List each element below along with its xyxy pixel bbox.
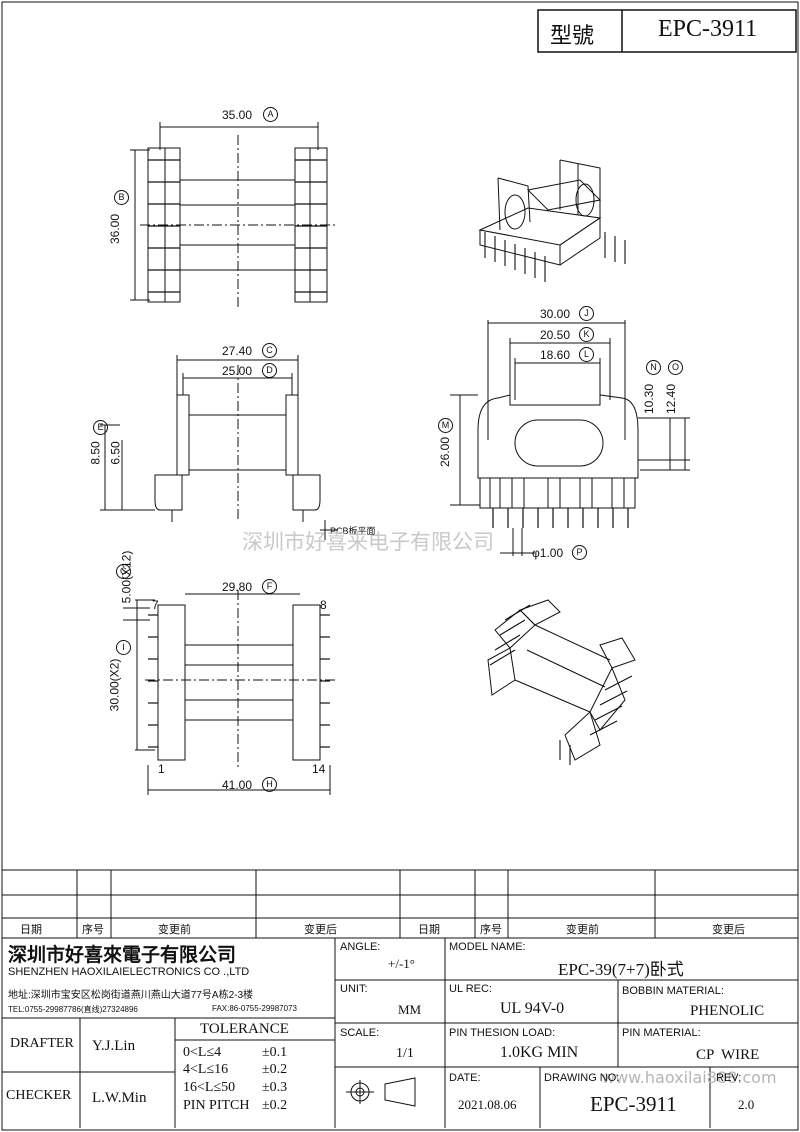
model-value: EPC-3911 bbox=[658, 16, 758, 42]
dim-d-tag: D bbox=[262, 363, 277, 378]
company-name-en: SHENZHEN HAOXILAIELECTRONICS CO .,LTD bbox=[8, 966, 250, 978]
dim-o-value: 12.40 bbox=[664, 383, 679, 415]
dim-e-value: 8.50 bbox=[88, 441, 103, 465]
rev-after-1: 变更后 bbox=[304, 924, 337, 936]
watermark-company: 深圳市好喜来电子有限公司 bbox=[242, 530, 494, 554]
company-tel: TEL:0755-29987786(直线)27324896 bbox=[8, 1005, 138, 1014]
dim-e-tag: E bbox=[93, 420, 108, 435]
tolerance-title: TOLERANCE bbox=[200, 1021, 289, 1037]
dim-g-value: 5.00(X12) bbox=[119, 550, 134, 604]
rev-date-1: 日期 bbox=[20, 924, 42, 936]
rev-date-2: 日期 bbox=[418, 924, 440, 936]
dim-p-value: φ1.00 bbox=[532, 546, 564, 560]
tolerance-value-1: ±0.1 bbox=[262, 1045, 288, 1060]
dim-n-tag: N bbox=[646, 360, 661, 375]
dim-c-value: 27.40 bbox=[222, 344, 253, 358]
pin-14-label: 14 bbox=[312, 762, 326, 776]
drafter-label: DRAFTER bbox=[10, 1036, 74, 1051]
rev-after-2: 变更后 bbox=[712, 924, 745, 936]
pcb-plane-note: PCB板平面 bbox=[330, 526, 376, 536]
bobbin-material-label: BOBBIN MATERIAL: bbox=[622, 985, 724, 997]
dim-a-value: 35.00 bbox=[222, 108, 253, 122]
dim-m-tag: M bbox=[438, 418, 453, 433]
dim-i-tag: I bbox=[116, 640, 131, 655]
unit-label: UNIT: bbox=[340, 983, 368, 995]
rev-seq-1: 序号 bbox=[82, 924, 104, 936]
tolerance-range-3: 16<L≤50 bbox=[183, 1080, 236, 1095]
tolerance-range-1: 0<L≤4 bbox=[183, 1045, 222, 1060]
date-value: 2021.08.06 bbox=[458, 1097, 517, 1112]
company-address: 地址:深圳市宝安区松岗街道燕川燕山大道77号A栋2-3楼 bbox=[8, 990, 254, 1001]
pin-material-label: PIN MATERIAL: bbox=[622, 1027, 701, 1039]
rev-value: 2.0 bbox=[738, 1097, 755, 1112]
rev-label: REV: bbox=[716, 1072, 742, 1084]
model-name-label: MODEL NAME: bbox=[449, 941, 526, 953]
dim-j-tag: J bbox=[579, 306, 594, 321]
dim-a-tag: A bbox=[263, 107, 278, 122]
scale-value: 1/1 bbox=[396, 1046, 414, 1061]
pin-material-value: CP WIRE bbox=[696, 1047, 760, 1063]
pin-8-label: 8 bbox=[320, 598, 327, 612]
dim-f-tag: F bbox=[262, 579, 277, 594]
tolerance-value-3: ±0.3 bbox=[262, 1080, 288, 1095]
drawing-no-label: DRAWING NO: bbox=[544, 1072, 620, 1084]
dim-k-value: 20.50 bbox=[540, 328, 571, 342]
tolerance-value-4: ±0.2 bbox=[262, 1098, 288, 1113]
dim-l-tag: L bbox=[579, 347, 594, 362]
scale-label: SCALE: bbox=[340, 1027, 380, 1039]
pin-load-label: PIN THESION LOAD: bbox=[449, 1027, 556, 1039]
dim-j-value: 30.00 bbox=[540, 307, 571, 321]
rev-before-2: 变更前 bbox=[566, 924, 599, 936]
dim-h-value: 41.00 bbox=[222, 778, 253, 792]
dim-l-value: 18.60 bbox=[540, 348, 571, 362]
dim-i-value: 30.00(X2) bbox=[107, 658, 122, 712]
angle-label: ANGLE: bbox=[340, 941, 381, 953]
dim-m-value: 26.00 bbox=[438, 436, 453, 468]
dim-b-tag: B bbox=[114, 190, 129, 205]
tolerance-value-2: ±0.2 bbox=[262, 1062, 288, 1077]
ul-value: UL 94V-0 bbox=[500, 1000, 565, 1017]
dim-n-value: 10.30 bbox=[642, 383, 657, 415]
angle-value: +/-1° bbox=[388, 956, 415, 971]
dim-d-value: 25.00 bbox=[222, 364, 253, 378]
pin-1-label: 1 bbox=[158, 762, 165, 776]
dim-k-tag: K bbox=[579, 327, 594, 342]
dim-p-tag: P bbox=[572, 545, 587, 560]
date-label: DATE: bbox=[449, 1072, 481, 1084]
unit-value: MM bbox=[398, 1002, 422, 1017]
drawing-no-value: EPC-3911 bbox=[590, 1092, 677, 1116]
model-name-value: EPC-39(7+7)卧式 bbox=[558, 960, 684, 979]
dim-g-tag: G bbox=[116, 564, 131, 579]
checker-value: L.W.Min bbox=[92, 1090, 147, 1106]
dim-b-value: 36.00 bbox=[108, 213, 123, 245]
bobbin-material-value: PHENOLIC bbox=[690, 1003, 765, 1019]
tolerance-range-2: 4<L≤16 bbox=[183, 1062, 229, 1077]
rev-before-1: 变更前 bbox=[158, 924, 191, 936]
rev-seq-2: 序号 bbox=[480, 924, 502, 936]
pin-7-label: 7 bbox=[152, 598, 159, 612]
pin-load-value: 1.0KG MIN bbox=[500, 1044, 579, 1061]
dim-o-tag: O bbox=[668, 360, 683, 375]
dim-h-tag: H bbox=[262, 777, 277, 792]
dim-e2-value: 6.50 bbox=[108, 441, 123, 465]
watermark-url: www.haoxilai888.com bbox=[602, 1068, 777, 1087]
company-name-cn: 深圳市好喜來電子有限公司 bbox=[8, 944, 237, 966]
model-label: 型號 bbox=[550, 23, 595, 48]
dim-f-value: 29.80 bbox=[222, 580, 253, 594]
ul-label: UL REC: bbox=[449, 983, 492, 995]
drafter-value: Y.J.Lin bbox=[92, 1038, 136, 1054]
company-fax: FAX:86-0755-29987073 bbox=[212, 1004, 297, 1013]
checker-label: CHECKER bbox=[6, 1088, 72, 1103]
tolerance-range-4: PIN PITCH bbox=[183, 1098, 250, 1113]
dim-c-tag: C bbox=[262, 343, 277, 358]
